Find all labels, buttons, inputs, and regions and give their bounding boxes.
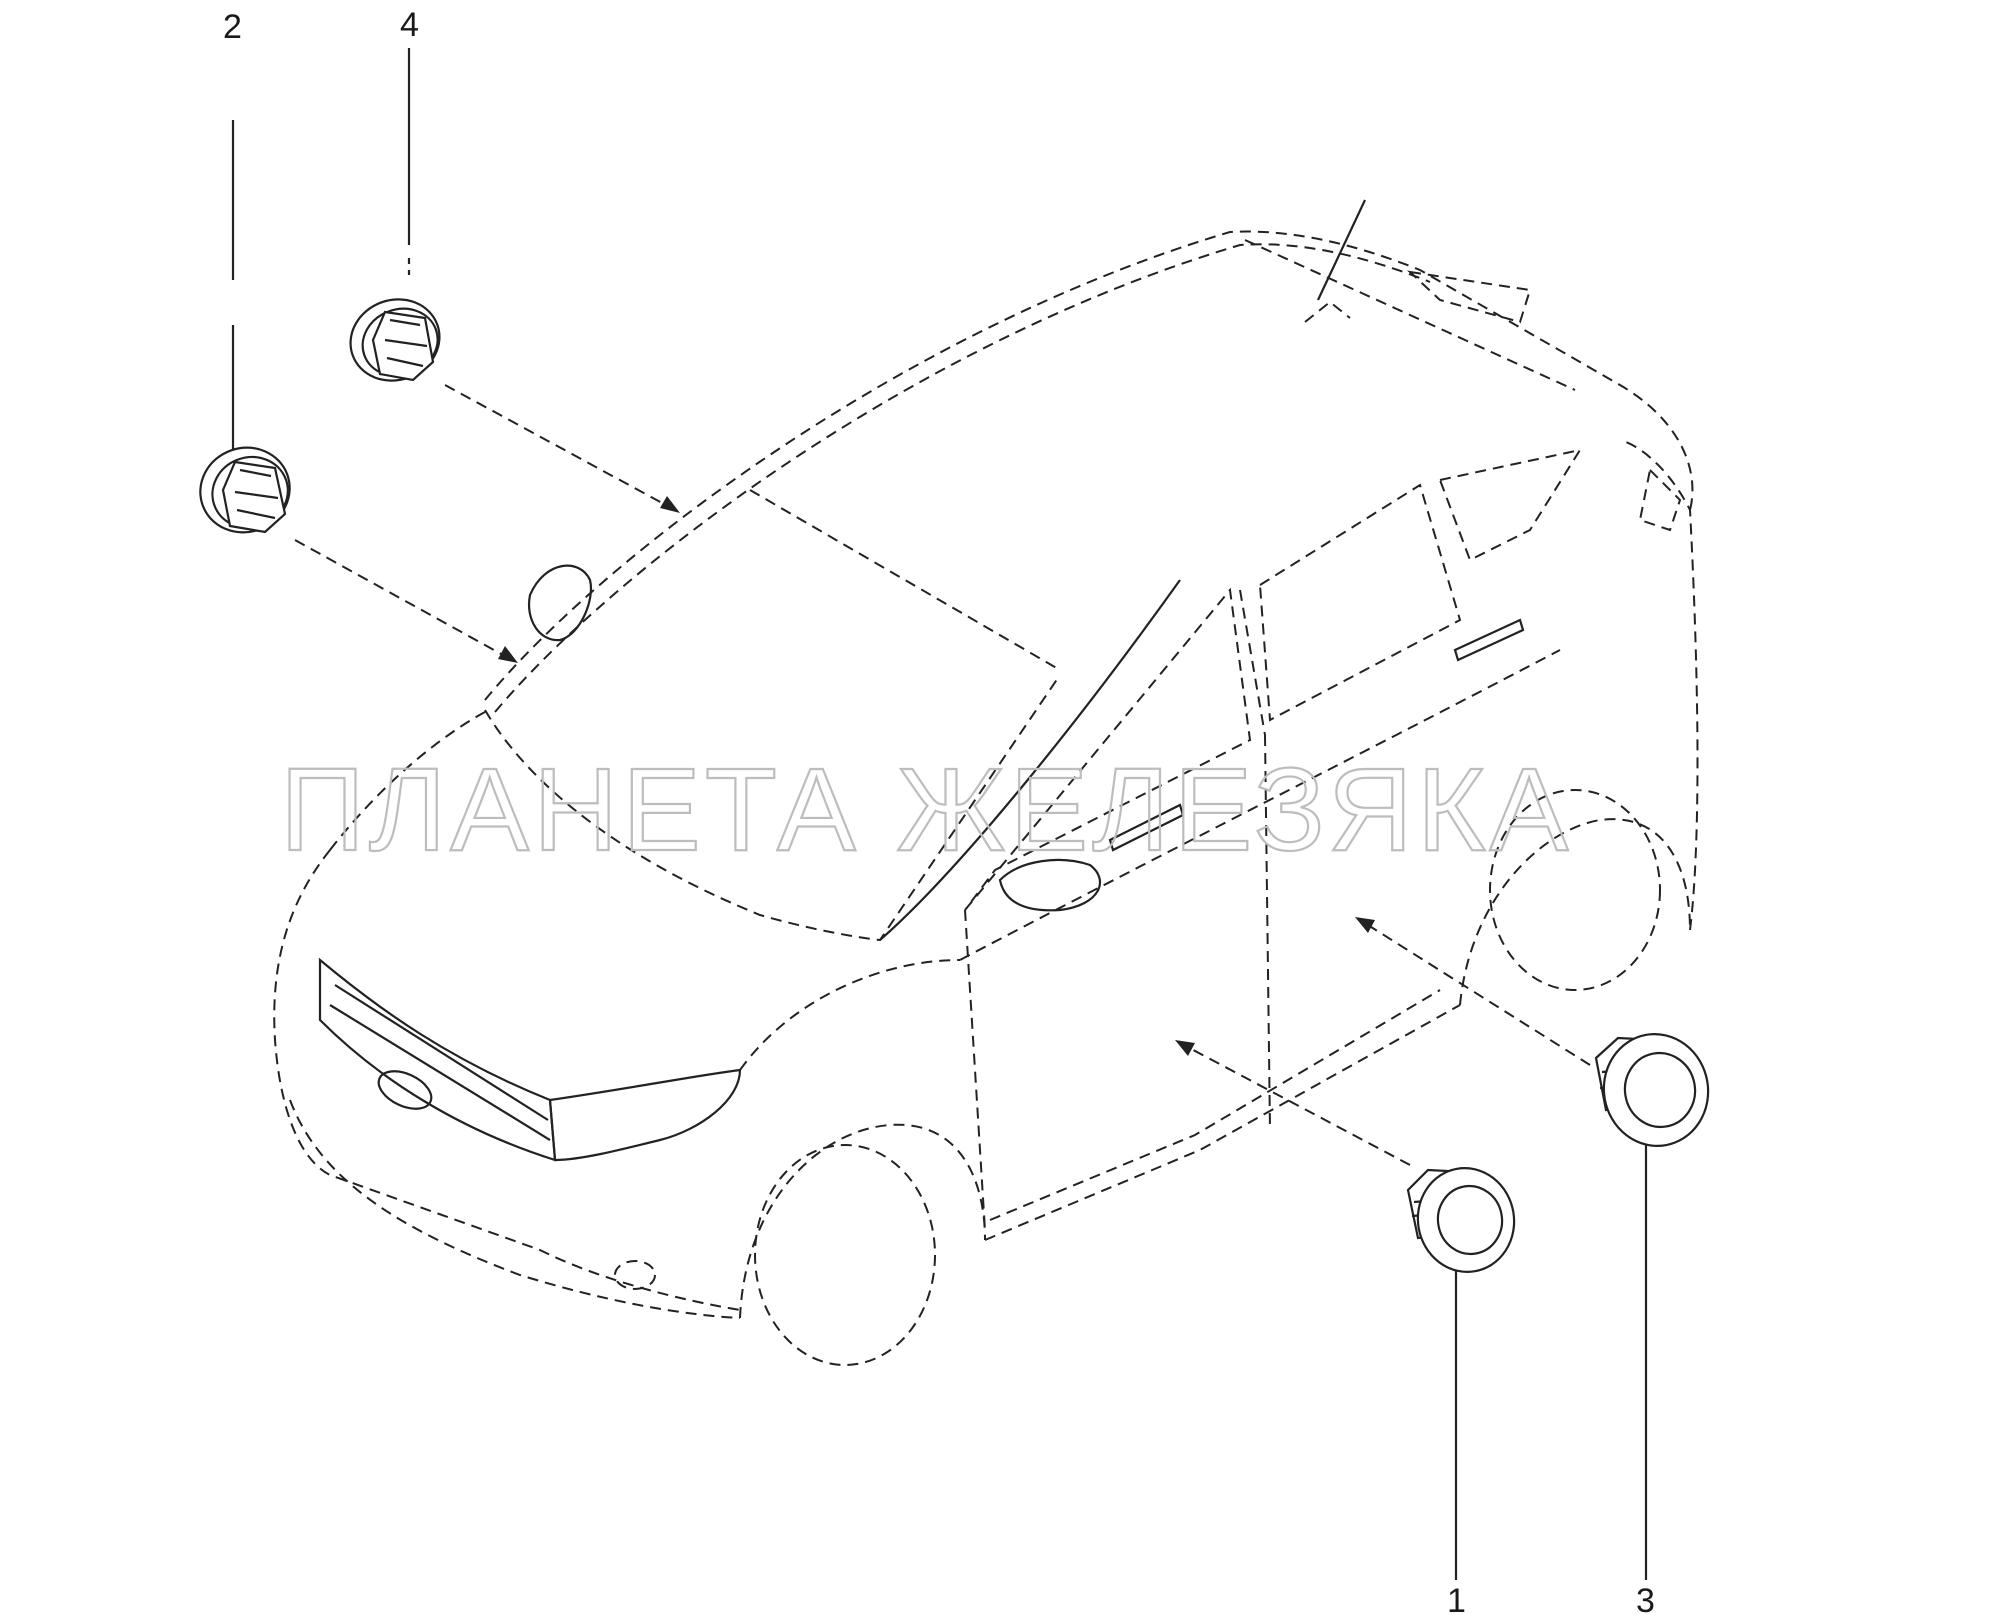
arrow-part-4 [444,384,676,511]
headlight [548,1068,742,1162]
callout-2: 2 [223,8,242,46]
fog-light [614,1260,656,1290]
front-fender-line [739,959,961,1071]
belt-line [959,649,1561,961]
clip-part-4 [349,298,441,382]
b-pillar [1239,589,1266,736]
callout-1: 1 [1447,1582,1466,1615]
arrow-part-1 [1179,1042,1411,1166]
car-body-outline [273,199,1699,1366]
rear-light [1638,467,1682,532]
clip-part-2 [199,446,291,534]
front-wheel-arch [739,1123,986,1319]
front-window [964,587,1252,911]
plug-part-1 [1406,1167,1516,1273]
hood-outline [484,674,1061,942]
hood-front [329,711,486,851]
grille [318,957,557,1162]
brand-emblem [377,1070,433,1110]
side-sill [984,1004,1461,1241]
side-lower [989,989,1441,1221]
rear-wheel [1489,789,1661,991]
rear-window [1258,483,1462,722]
rear-door-line [1264,734,1271,1131]
arrow-part-3 [1359,919,1591,1066]
arrowhead-part-4 [660,496,680,513]
side-mirror [998,858,1101,912]
watermark-text: ПЛАНЕТА ЖЕЛЕЗЯКА [280,744,1572,876]
arrow-part-2 [294,539,513,661]
front-door-handle [1108,803,1185,852]
rear-door-handle [1453,618,1525,662]
roof-rear-edge [1244,239,1576,391]
antenna [1317,199,1366,301]
mirror-far [527,564,593,642]
arrowhead-part-1 [1175,1040,1195,1056]
roof-front-edge [749,489,1061,671]
front-bumper [289,1099,741,1319]
rear-end [1619,439,1699,931]
rear-wheel-arch [1459,818,1691,1006]
leader-lines [231,48,1648,1580]
callout-3: 3 [1636,1582,1655,1615]
plug-part-3 [1594,1033,1710,1147]
rear-spoiler [1406,270,1532,324]
callout-4: 4 [400,6,419,44]
roof-outline [484,230,1694,701]
front-wheel [754,1144,936,1366]
antenna-base [1304,300,1351,323]
arrowhead-part-2 [498,646,518,663]
quarter-window [1438,448,1583,562]
roof-inner [494,243,1431,713]
assembly-arrows [294,384,1591,1166]
a-pillar [879,579,1181,941]
arrowhead-part-3 [1355,917,1375,933]
